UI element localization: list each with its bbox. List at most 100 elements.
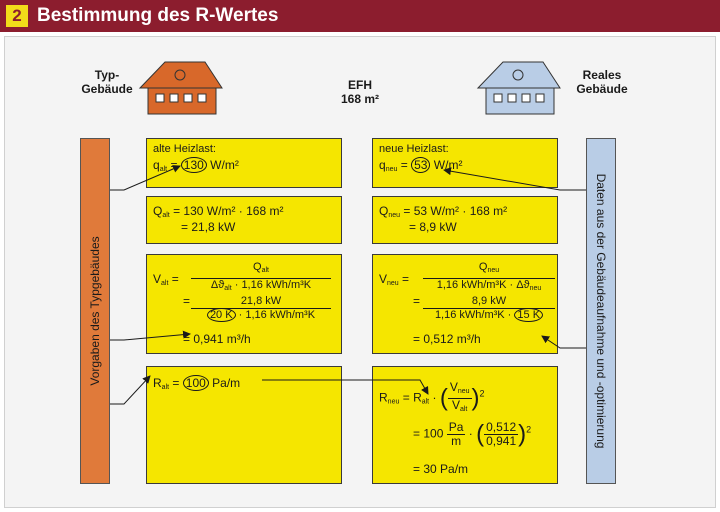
V-ratio: Vneu Valt [447,380,472,416]
eq-sign: = [172,376,180,390]
real-label-line1: Reales [582,68,622,82]
V-neu-label: Vneu = [379,273,409,290]
pa-unit: Pa [446,420,466,435]
R-sub: alt [161,384,170,391]
q-symbol: q [379,158,386,172]
arrow-right-to-qneu [443,167,586,191]
Q-symbol: Q [153,204,163,218]
Q-sub: neu [388,212,401,219]
V-neu-denominator: 1,16 kWh/m³K · Δϑneu [423,279,555,295]
eq-sign: = [171,272,179,286]
R-alt-equation: Ralt = 100 Pa/m [153,375,240,394]
num-ratio: 0,512 0,941 [484,420,519,448]
pa-per-m: Pa m [446,420,466,448]
delta-t-neu-value: 15 K [514,308,544,322]
den2-rest: 1,16 kWh/m³K · [434,309,512,321]
den-delta: Δϑ [210,279,225,291]
q-neu-equation: qneu = 53 W/m² [379,157,463,176]
V-alt-numerator: Qalt [191,261,331,279]
Q-alt-calc: = 130 W/m² · 168 m² [173,204,284,218]
ratio2-num: 0,512 [484,420,519,435]
R-symbol: R [153,376,162,390]
num-Q: Q [253,261,262,273]
Q-neu-line1: Qneu = 53 W/m² · 168 m² [379,205,507,222]
Q-alt-result: = 21,8 kW [181,220,236,234]
den-main: 1,16 kWh/m³K · Δϑ [436,279,530,291]
arrow-left-to-20k [110,330,191,341]
left-box-heizlast: alte Heizlast: qalt = 130 W/m² [146,138,342,188]
V-symbol: V [153,272,162,286]
figure-title: Bestimmung des R-Wertes [37,5,279,26]
typ-house-icon [138,61,223,115]
V-symbol: V [379,272,388,286]
R-neu-equation: Rneu = Ralt · ( Vneu Valt )2 [379,381,485,416]
R2-symbol: R [413,390,422,405]
neue-heizlast-label: neue Heizlast: [379,143,449,155]
left-box-Q: Qalt = 130 W/m² · 168 m² = 21,8 kW [146,196,342,244]
Q-alt-line1: Qalt = 130 W/m² · 168 m² [153,205,283,222]
eq-sign-2: = [413,294,421,308]
q-sub: alt [159,166,168,173]
R-neu-result: = 30 Pa/m [413,462,469,476]
ratio-den-sub: alt [459,406,468,413]
reales-gebaeude-label: Reales Gebäude [562,68,642,96]
q-neu-unit: W/m² [433,158,463,172]
V-sub: alt [161,280,169,287]
q-sub: neu [385,166,398,173]
Q-neu-result: = 8,9 kW [409,220,457,234]
arrow-left-to-qalt [110,165,181,191]
right-box-heizlast: neue Heizlast: qneu = 53 W/m² [372,138,558,188]
eq-sign: = [402,390,410,405]
arrow-left-to-ralt [110,375,151,405]
q-neu-value: 53 [411,157,431,173]
eq-sign: = [400,158,408,172]
R-neu-calc: = 100 Pa m · ( 0,512 0,941 )2 [413,420,532,448]
eq-sign: = [170,158,178,172]
q-alt-value: 130 [180,157,207,173]
ratio-num-sub: neu [457,388,470,395]
delta-t-alt-value: 20 K [206,308,236,322]
eq-100: = 100 [413,426,444,441]
q-alt-unit: W/m² [210,158,239,172]
arrow-right-to-15k [541,335,586,349]
V-alt-num2: 21,8 kW [191,295,331,309]
right-box-V: Vneu = Qneu 1,16 kWh/m³K · Δϑneu = 8,9 k… [372,254,558,354]
left-box-V: Valt = Qalt Δϑalt · 1,16 kWh/m³K = 21,8 … [146,254,342,354]
V-neu-den2: 1,16 kWh/m³K · 15 K [423,308,555,322]
V-alt-label: Valt = [153,273,179,290]
right-box-Q: Qneu = 53 W/m² · 168 m² = 8,9 kW [372,196,558,244]
V-neu-result: = 0,512 m³/h [413,332,481,346]
real-house-icon [476,61,561,115]
efh-line2: 168 m² [340,92,380,106]
ratio-num: V [449,380,458,394]
ratio2-den: 0,941 [486,434,517,448]
V-alt-denominator: Δϑalt · 1,16 kWh/m³K [191,279,331,295]
typ-gebaeude-label: Typ- Gebäude [72,68,142,96]
eq-sign: = [402,272,410,286]
R2-sub: alt [421,398,430,406]
den-rest: · 1,16 kWh/m³K [234,279,312,291]
den-sub: alt [224,285,232,292]
V-sub: neu [387,280,399,287]
R-sub: neu [387,398,400,406]
daten-bar: Daten aus der Gebäudeaufnahme und -optim… [586,138,616,484]
efh-label: EFH 168 m² [330,78,390,106]
Q-symbol: Q [379,204,389,218]
typ-label-line1: Typ- [94,68,120,82]
figure-number: 2 [6,5,28,27]
V-neu-num2: 8,9 kW [423,295,555,309]
q-symbol: q [153,158,160,172]
den-sub: neu [529,285,542,292]
R-alt-value: 100 [182,375,209,391]
V-alt-fraction2: 21,8 kW 20 K · 1,16 kWh/m³K [191,295,331,322]
Q-neu-calc: = 53 W/m² · 168 m² [403,204,508,218]
V-neu-numerator: Qneu [423,261,555,279]
den2-rest: · 1,16 kWh/m³K [238,309,316,321]
arrow-ralt-to-rneu [262,379,429,395]
num-sub: alt [261,267,269,274]
Q-sub: alt [162,212,170,219]
title-bar: 2 Bestimmung des R-Wertes [0,0,720,32]
V-alt-fraction1: Qalt Δϑalt · 1,16 kWh/m³K [191,261,331,295]
